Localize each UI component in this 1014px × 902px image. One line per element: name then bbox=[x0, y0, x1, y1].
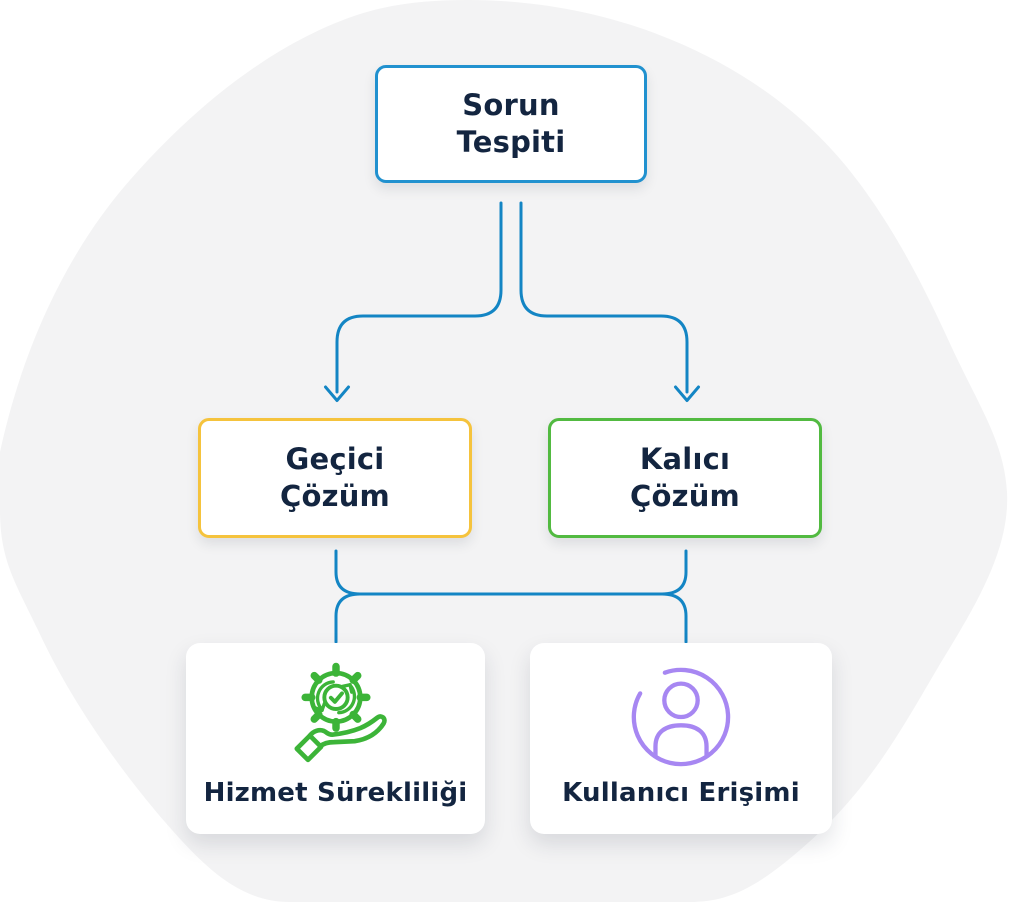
outcome-card-label: Kullanıcı Erişimi bbox=[562, 778, 800, 808]
merge-bus-connector bbox=[334, 549, 688, 596]
branch-node-kalici-cozum: Kalıcı Çözüm bbox=[548, 418, 822, 538]
bus-to-right-card-connector bbox=[660, 592, 688, 644]
root-node-sorun-tespiti: Sorun Tespiti bbox=[375, 65, 647, 183]
root-to-permanent-connector bbox=[519, 201, 689, 394]
bus-to-left-card-connector bbox=[334, 592, 362, 644]
branch-node-label: Kalıcı Çözüm bbox=[630, 441, 740, 513]
outcome-card-label: Hizmet Sürekliliği bbox=[203, 778, 468, 808]
branch-node-label: Geçici Çözüm bbox=[280, 441, 390, 513]
arrow-down-icon bbox=[324, 385, 350, 402]
user-circle-icon bbox=[627, 643, 735, 778]
arrow-down-icon bbox=[674, 385, 700, 402]
branch-node-gecici-cozum: Geçici Çözüm bbox=[198, 418, 472, 538]
gear-in-hand-icon bbox=[280, 643, 392, 778]
outcome-card-kullanici-erisimi: Kullanıcı Erişimi bbox=[530, 643, 832, 834]
outcome-card-hizmet-surekliligi: Hizmet Sürekliliği bbox=[186, 643, 485, 834]
root-to-temporary-connector bbox=[335, 201, 503, 394]
root-node-label: Sorun Tespiti bbox=[456, 87, 566, 159]
